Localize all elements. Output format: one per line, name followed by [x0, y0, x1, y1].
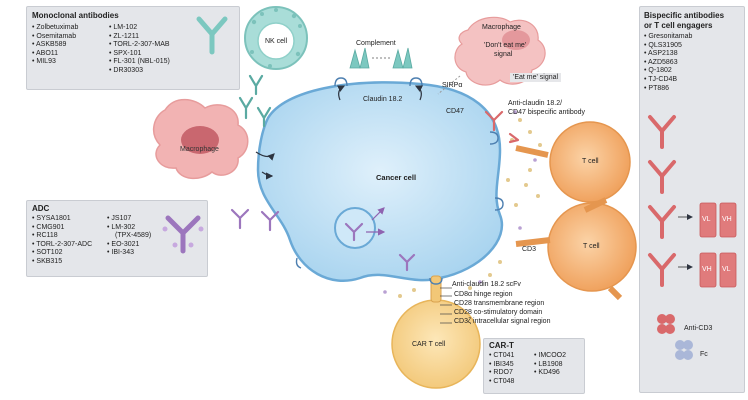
anti-claudin-bispecific-label-1: Anti-claudin 18.2/: [508, 100, 563, 107]
car-t-cell-graphic: [391, 275, 481, 389]
list-item: SYSA1801: [32, 215, 92, 224]
list-item: PT886: [644, 85, 692, 94]
bispecific-formats-graphic: [648, 115, 737, 360]
list-item: LM-102: [109, 24, 170, 33]
list-item: Q-1802: [644, 67, 692, 76]
particle-dots: [398, 118, 542, 298]
t-cell-2-label: T cell: [583, 243, 600, 250]
car-t-title: CAR-T: [489, 341, 514, 350]
list-item: LB1908: [534, 361, 566, 370]
cancer-cell-label: Cancer cell: [376, 173, 417, 182]
car-t-cell-label: CAR T cell: [412, 341, 446, 348]
nk-cell-graphic: [244, 6, 308, 70]
bispecific-at-membrane: [484, 110, 520, 144]
complement-label: Complement: [356, 40, 396, 47]
list-item: IMCOO2: [534, 352, 566, 361]
bispecific-title-2: or T cell engagers: [644, 21, 713, 30]
fc-label: Fc: [700, 351, 708, 358]
list-item: TORL-2-307-MAB: [109, 41, 170, 50]
list-item: ZL-1211: [109, 33, 170, 42]
t-cell-2-graphic: [515, 197, 637, 301]
teal-antibodies: [238, 74, 272, 128]
vh-label-1: VH: [722, 216, 732, 223]
monoclonal-list-1: Zolbetuximab Osemitamab ASKB589 ABO11 MI…: [32, 24, 78, 67]
list-item: SKB315: [32, 258, 92, 267]
dont-eat-me-label: 'Don't eat me': [484, 42, 527, 49]
list-item: CT041: [489, 352, 514, 361]
cancer-cell-body: [256, 81, 504, 283]
list-item: EO-3021: [107, 241, 151, 250]
monoclonal-title: Monoclonal antibodies: [32, 11, 119, 20]
bispecific-panel: Bispecific antibodies or T cell engagers…: [639, 6, 745, 393]
list-item: RDO7: [489, 369, 514, 378]
list-item: RC118: [32, 232, 92, 241]
list-item: ABO11: [32, 50, 78, 59]
bispecific-list: Gresonitamab QLS31905 ASP2138 AZD5863 Q-…: [644, 33, 692, 93]
claudin-label: Claudin 18.2: [363, 96, 403, 103]
list-item: FL-301 (NBL-015): [109, 58, 169, 67]
list-item: Zolbetuximab: [32, 24, 78, 33]
cd28-costim-label: CD28 co-stimulatory domain: [454, 309, 543, 316]
list-item: LM-302: [107, 224, 151, 233]
list-item: AZD5863: [644, 59, 692, 68]
macrophage-top-label: Macrophage: [482, 24, 521, 31]
list-item: JS107: [107, 215, 151, 224]
list-item: TJ-CD4B: [644, 76, 692, 85]
list-item-continued: (TPX-4589): [115, 232, 152, 240]
cd47-label: CD47: [446, 108, 464, 115]
t-cell-1-label: T cell: [582, 158, 599, 165]
adc-panel: ADC SYSA1801 CMG901 RC118 TORL-2-307-ADC…: [26, 200, 208, 277]
monoclonal-list-2: LM-102 ZL-1211 TORL-2-307-MAB SPX-101 FL…: [109, 24, 170, 76]
complement-graphic: [349, 47, 413, 69]
claudin-receptors: [295, 77, 504, 285]
list-item: SPX-101: [109, 50, 170, 59]
adc-antibody-icon: [162, 215, 204, 254]
list-item: ASKB589: [32, 41, 78, 50]
list-item: CT048: [489, 378, 514, 387]
list-item: MIL93: [32, 58, 78, 67]
sirpa-label: SIRPα: [442, 82, 463, 89]
list-item: IBI-343: [107, 249, 151, 258]
list-item: Gresonitamab: [644, 33, 692, 42]
monoclonal-antibody-icon: [196, 16, 228, 55]
cd3-label: CD3: [522, 246, 537, 253]
t-cell-1-graphic: [515, 121, 631, 203]
dont-eat-me-signal-label: signal: [494, 51, 513, 58]
scfv-label: Anti-claudin 18.2 scFv: [452, 281, 521, 288]
anti-claudin-bispecific-label-2: CD47 bispecific antibody: [508, 109, 586, 116]
adc-list-2: JS107 LM-302 (TPX-4589) EO-3021 IBI-343: [107, 215, 151, 258]
nk-cell-label: NK cell: [265, 38, 288, 45]
cd28-transmembrane-label: CD28 transmembrane region: [454, 300, 545, 307]
bispecific-title-1: Bispecific antibodies: [644, 11, 725, 20]
car-t-panel: CAR-T CT041 IBI345 RDO7 CT048 IMCOO2 LB1…: [483, 338, 585, 394]
endosome-vesicle: [334, 207, 376, 249]
list-item: QLS31905: [644, 42, 692, 51]
list-item: SOT102: [32, 249, 92, 258]
list-item: DR30303: [109, 67, 170, 76]
purple-adcs: [230, 208, 416, 272]
anti-cd3-label: Anti-CD3: [684, 325, 713, 332]
cd8a-label: CD8α hinge region: [454, 291, 513, 298]
vl-label-2: VL: [722, 266, 731, 273]
vl-label-1: VL: [702, 216, 711, 223]
eat-me-signal-label: 'Eat me' signal: [510, 73, 562, 82]
list-item: IBI345: [489, 361, 514, 370]
list-item: KD496: [534, 369, 566, 378]
car-t-list-1: CT041 IBI345 RDO7 CT048: [489, 352, 514, 386]
list-item: ASP2138: [644, 50, 692, 59]
list-item: Osemitamab: [32, 33, 78, 42]
vh-label-2: VH: [702, 266, 712, 273]
adc-title: ADC: [32, 204, 50, 213]
list-item: CMG901: [32, 224, 92, 233]
list-item: TORL-2-307-ADC: [32, 241, 92, 250]
monoclonal-antibodies-panel: Monoclonal antibodies Zolbetuximab Osemi…: [26, 6, 240, 90]
macrophage-left-label: Macrophage: [180, 146, 219, 153]
car-t-list-2: IMCOO2 LB1908 KD496: [534, 352, 566, 378]
cd3z-label: CD3ζ intracellular signal region: [454, 318, 551, 325]
adc-list-1: SYSA1801 CMG901 RC118 TORL-2-307-ADC SOT…: [32, 215, 92, 267]
